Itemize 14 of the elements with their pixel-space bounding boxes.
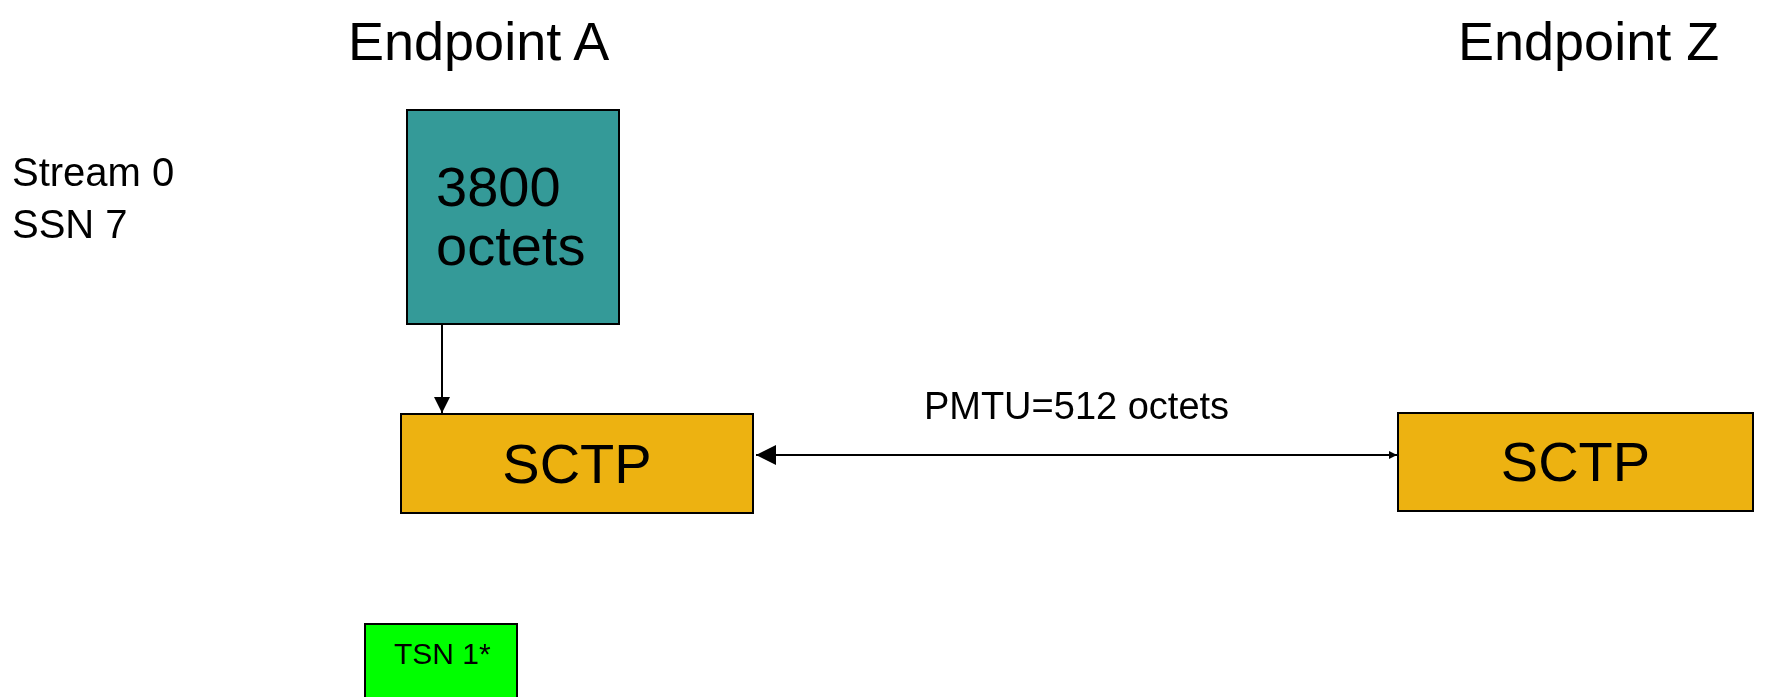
arrow	[434, 324, 450, 414]
box-label: 3800 octets	[436, 158, 587, 276]
arrow	[755, 445, 1398, 465]
protocol-box	[1397, 412, 1754, 512]
column-heading: Endpoint Z	[1458, 10, 1720, 72]
stream-label: Stream 0 SSN 7	[12, 149, 176, 248]
box-label: SCTP	[1500, 431, 1651, 493]
chunk-box	[364, 623, 518, 697]
box-label: SCTP	[502, 432, 652, 495]
box-label: TSN 1*	[394, 637, 491, 670]
edge-label: PMTU=512 octets	[922, 385, 1231, 428]
protocol-box	[400, 413, 754, 514]
column-heading: Endpoint A	[348, 10, 610, 72]
message-box	[406, 109, 620, 325]
